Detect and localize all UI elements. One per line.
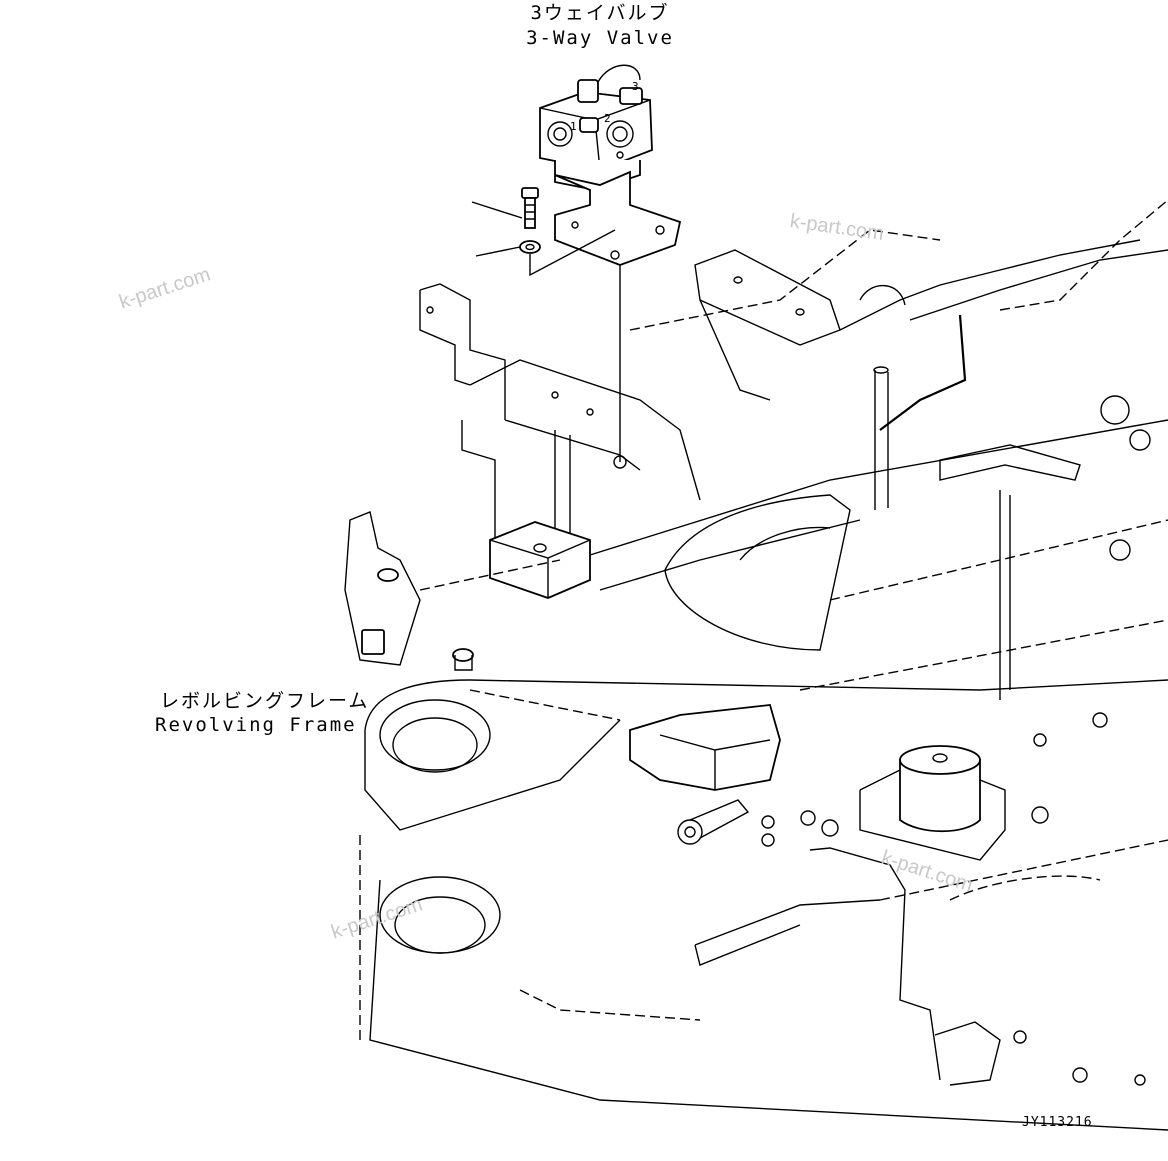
bolt[interactable]	[521, 187, 539, 229]
frame-label-jp: レボルビングフレーム	[160, 690, 370, 712]
revolving-frame[interactable]	[344, 199, 1168, 1131]
port-2-label: 2	[604, 112, 611, 125]
port-1-label: 1	[570, 120, 577, 133]
drawing-code: JY113216	[1022, 1115, 1093, 1130]
valve-label-jp: 3ウェイバルブ	[530, 2, 670, 24]
washer-leader-line	[475, 246, 521, 257]
valve-label-en: 3-Way Valve	[526, 27, 674, 49]
three-way-valve[interactable]: 3 1 2	[539, 64, 653, 191]
frame-label-en: Revolving Frame	[155, 714, 357, 736]
valve-bracket[interactable]	[554, 170, 682, 266]
port-3-label: 3	[632, 80, 639, 93]
washer[interactable]	[519, 240, 541, 254]
bolt-leader-line	[471, 201, 523, 219]
